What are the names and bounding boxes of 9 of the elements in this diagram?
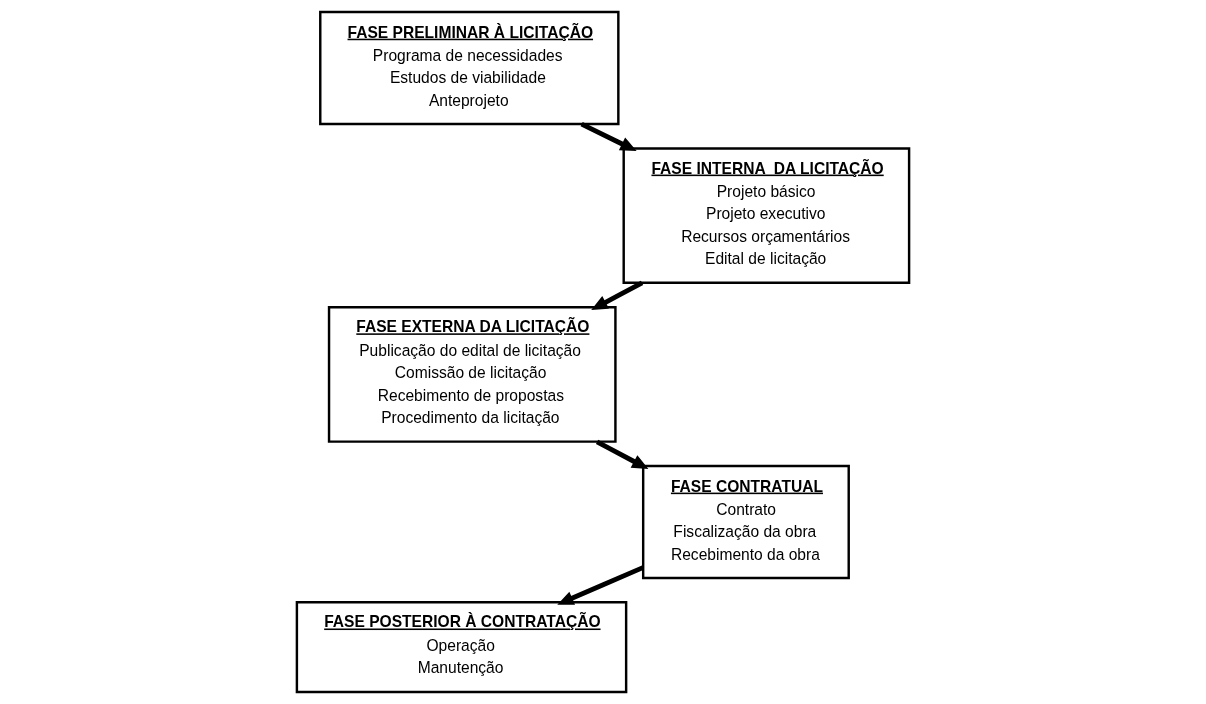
arrow <box>557 565 644 605</box>
node-box: FASE INTERNA DA LICITAÇÃO Projeto básico Projeto executivo Recursos orçamentários Edital de licitação <box>622 147 911 285</box>
node-box: FASE EXTERNA DA LICITAÇÃO Publicação do edital de licitação Comissão de licitação Recebimento de propostas Procedimento da licitação <box>327 305 617 443</box>
arrow <box>595 439 649 470</box>
node-box: FASE POSTERIOR À CONTRATAÇÃO Operação Manutenção <box>295 601 628 694</box>
arrow <box>591 280 644 310</box>
node-box: FASE CONTRATUAL Contrato Fiscalização da obra Recebimento da obra <box>641 464 850 580</box>
node-box: FASE PRELIMINAR À LICITAÇÃO Programa de necessidades Estudos de viabilidade Anteprojeto <box>319 10 620 126</box>
arrow <box>580 121 637 152</box>
